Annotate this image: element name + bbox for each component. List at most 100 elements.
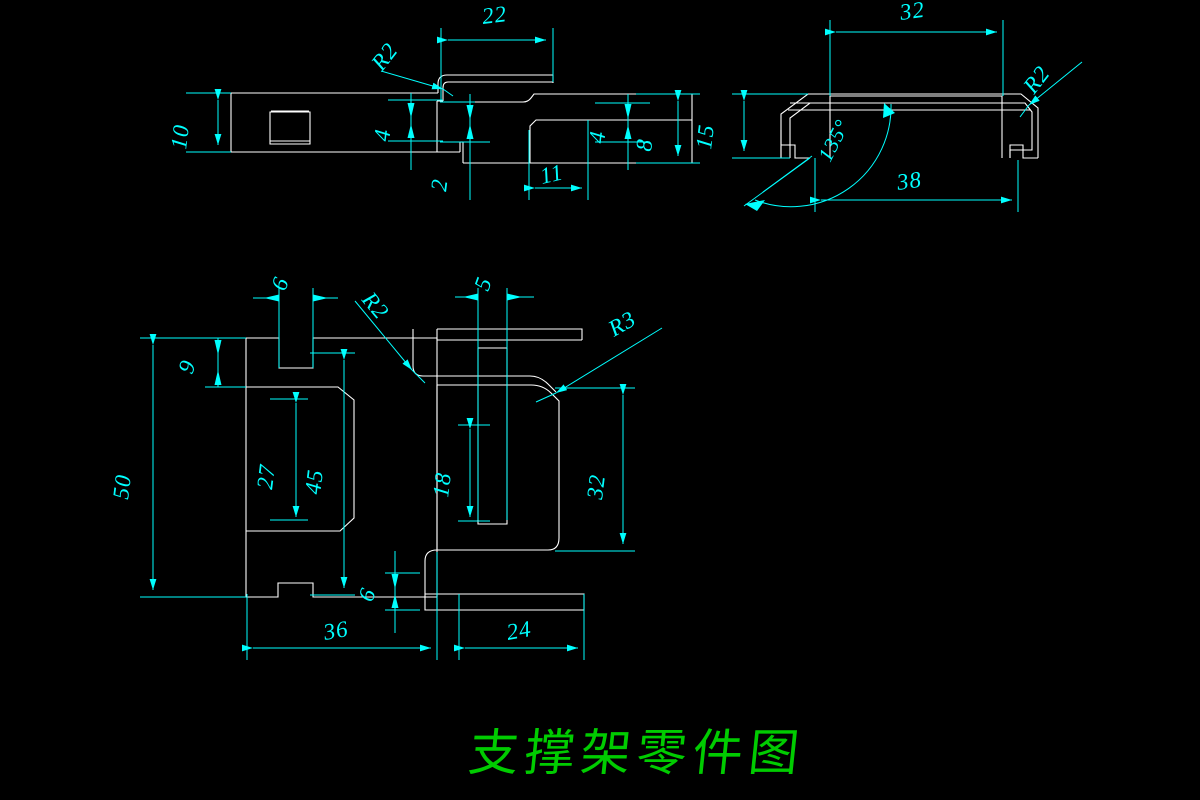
dimension-38: 38 xyxy=(810,158,1019,212)
top-left-view: 22 R2 10 4 xyxy=(166,1,700,200)
dimension-r2-top-left: R2 xyxy=(366,38,454,97)
part-inner-skin xyxy=(789,102,1033,158)
dim-6t-arrow-right xyxy=(313,294,328,302)
dim-6t-label: 6 xyxy=(266,273,294,293)
dim-27-label: 27 xyxy=(252,462,280,490)
dim-15-label: 15 xyxy=(691,123,719,151)
dim-4r-label: 4 xyxy=(584,129,610,144)
dimension-18: 18 xyxy=(428,418,490,522)
dim-r3-leader xyxy=(555,327,663,394)
dimension-36: 36 xyxy=(242,552,438,660)
dimension-15: 15 xyxy=(691,90,808,159)
dimension-r2-plan: R2 xyxy=(354,286,426,384)
dim-50-label: 50 xyxy=(108,473,136,501)
dimension-27: 27 xyxy=(252,392,308,521)
dim-32r-label: 32 xyxy=(582,473,610,502)
dim-r3-label: R3 xyxy=(603,306,640,342)
dimension-22: 22 xyxy=(437,1,554,100)
part-slot-rect-outer xyxy=(269,111,311,145)
dim-135-arrow-start xyxy=(745,200,765,211)
dim-2-label: 2 xyxy=(426,177,452,192)
dimension-5: 5 xyxy=(455,273,534,520)
dim-r2a-leader-tail xyxy=(442,88,454,97)
dim-10-label: 10 xyxy=(166,123,194,151)
dimension-r2-top-right: R2 xyxy=(1018,61,1083,118)
dimension-10: 10 xyxy=(166,89,231,153)
dim-135-ref-line2 xyxy=(762,155,813,193)
dim-8-label: 8 xyxy=(631,137,657,152)
dim-6b-arrow-bottom xyxy=(391,594,399,608)
dim-6b-label: 6 xyxy=(353,584,381,604)
dim-r2b-label: R2 xyxy=(1018,61,1055,99)
dimension-6-top: 6 xyxy=(253,273,338,368)
part-plan-right-lower-arc xyxy=(424,549,438,573)
dimension-4-left: 4 xyxy=(369,93,443,170)
part-left-foot xyxy=(780,130,810,159)
part-plan-top-edge xyxy=(246,337,437,369)
dim-r2b-leader-tail xyxy=(1019,104,1030,118)
dim-24-label: 24 xyxy=(505,616,534,645)
part-right-top-edge xyxy=(460,93,692,103)
dim-2-arrow-top xyxy=(466,105,474,120)
part-raised-tab-inner xyxy=(442,81,553,101)
dim-4l-arrow-bottom xyxy=(407,124,415,138)
dim-11-label: 11 xyxy=(538,159,566,189)
dim-32t-label: 32 xyxy=(897,0,926,25)
dim-18-label: 18 xyxy=(428,471,456,499)
dimension-11: 11 xyxy=(524,120,589,200)
dim-36-label: 36 xyxy=(321,616,351,645)
dim-5-arrow-left xyxy=(463,293,478,301)
dim-4l-label: 4 xyxy=(369,127,395,142)
part-outer-skin xyxy=(780,93,1039,158)
dim-6t-arrow-left xyxy=(264,294,279,302)
dim-r2c-leader xyxy=(354,300,413,371)
part-upper-plate xyxy=(829,95,1003,158)
dimension-8: 8 xyxy=(631,90,700,164)
part-plan-left-shoulder xyxy=(246,386,355,532)
dimension-6-bottom: 6 xyxy=(353,551,420,633)
dimension-45: 45 xyxy=(300,349,355,596)
dim-4r-arrow-top xyxy=(624,104,632,119)
dim-6b-arrow-top xyxy=(391,574,399,589)
part-plan-top-band-lower xyxy=(437,328,583,340)
part-plan-center-slot xyxy=(477,348,508,525)
part-plan-right-outline xyxy=(412,329,557,393)
dim-135-arrow-end xyxy=(883,103,895,118)
dimension-32-right: 32 xyxy=(555,384,635,552)
dimension-9: 9 xyxy=(173,337,246,388)
dim-9-arrow-top xyxy=(214,340,222,355)
dimension-2: 2 xyxy=(426,94,490,200)
dim-r3-leader-tail xyxy=(535,392,557,403)
part-plan-right-body xyxy=(437,384,560,551)
drawing-title: 支撑架零件图 xyxy=(466,723,808,782)
dim-9-arrow-bottom xyxy=(214,370,222,385)
dim-9-label: 9 xyxy=(173,356,201,376)
part-right-lower-shelf xyxy=(529,119,692,163)
part-plan-bottom-edge xyxy=(246,582,437,598)
bottom-view: 6 R2 5 R3 xyxy=(108,273,663,660)
dim-38-label: 38 xyxy=(894,167,923,195)
dim-r2c-leader-tail xyxy=(411,369,426,384)
dimension-4-right: 4 xyxy=(584,94,650,170)
part-raised-tab xyxy=(437,74,553,93)
dim-4l-arrow-top xyxy=(407,103,415,118)
dim-r2a-label: R2 xyxy=(366,38,403,76)
dim-22-label: 22 xyxy=(481,1,509,29)
dim-135-arc xyxy=(754,103,892,208)
dim-5-arrow-right xyxy=(507,293,522,301)
dim-5-label: 5 xyxy=(469,273,497,293)
dimension-50: 50 xyxy=(108,334,246,598)
part-right-foot xyxy=(1009,144,1038,159)
dim-45-label: 45 xyxy=(300,468,328,496)
dim-r2b-leader xyxy=(1028,61,1083,106)
dim-2-arrow-bottom xyxy=(466,124,474,139)
dim-r2c-label: R2 xyxy=(357,286,395,324)
dim-4r-arrow-bottom xyxy=(624,125,632,139)
dimension-135-angle: 135° xyxy=(743,103,895,211)
dim-r2a-leader xyxy=(380,70,444,90)
dimension-32-top: 32 xyxy=(825,0,1004,96)
top-right-view: 32 R2 15 135° 38 xyxy=(691,0,1083,212)
part-plan-lower-block xyxy=(424,573,585,611)
